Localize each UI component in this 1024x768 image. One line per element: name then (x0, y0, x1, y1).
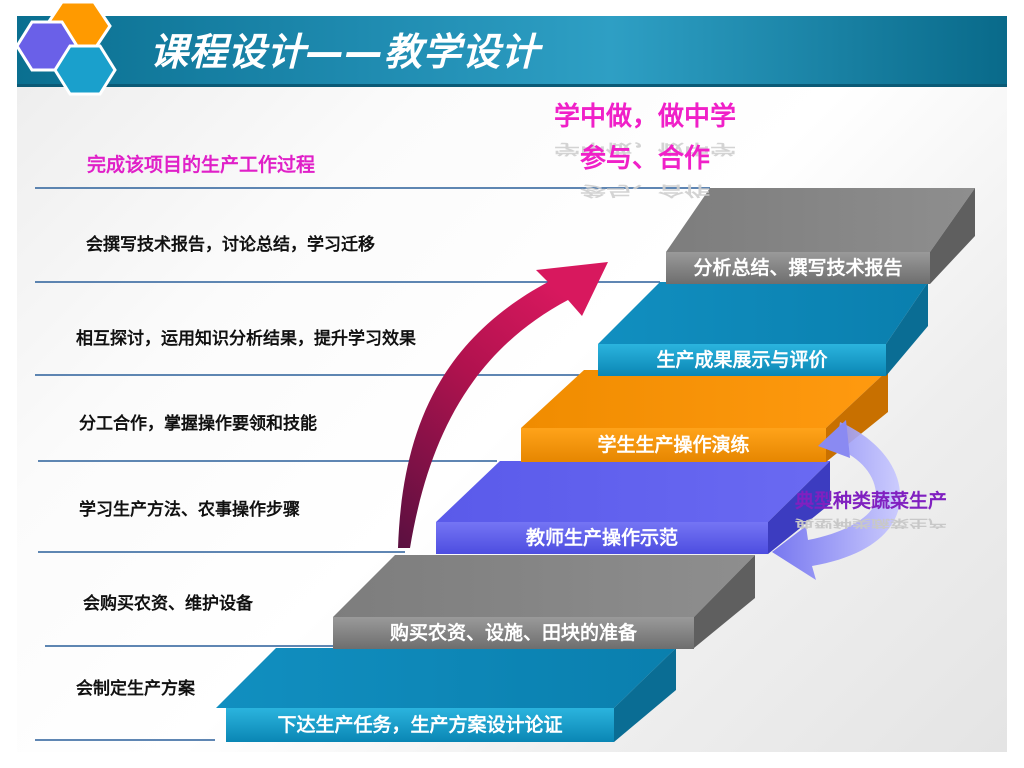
step-label: 购买农资、设施、田块的准备 (389, 622, 637, 644)
section-heading: 完成该项目的生产工作过程 (87, 154, 316, 176)
step-3-side (768, 461, 830, 554)
motto-reflection: 参与、合作 (579, 182, 710, 199)
left-label: 会购买农资、维护设备 (83, 594, 253, 614)
step-4-front (521, 428, 826, 462)
loop-arrow-icon (772, 422, 901, 580)
left-label: 学习生产方法、农事操作步骤 (79, 500, 300, 520)
page-title: 课程设计——教学设计 (150, 30, 541, 74)
step-2-top (333, 555, 755, 617)
step-4-top (521, 370, 888, 428)
step-2-side (694, 555, 755, 648)
hexagon-blue-icon (53, 44, 117, 96)
step-6-top (666, 188, 975, 252)
left-label: 会撰写技术报告，讨论总结，学习迁移 (86, 235, 375, 255)
motto: 学中做，做中学 学中做，做中学 参与、合作 参与、合作 (520, 96, 770, 199)
side-caption-text: 典型种类蔬菜生产 (795, 490, 948, 512)
motto-text: 学中做，做中学 (553, 102, 736, 132)
step-1-side (614, 648, 676, 742)
step-3 (436, 461, 830, 554)
step-6 (666, 188, 975, 284)
step-1-top (216, 648, 676, 708)
side-caption-reflection: 典型种类蔬菜生产 (795, 517, 948, 530)
header-accent-line (17, 84, 1007, 87)
step-1 (216, 648, 676, 742)
step-1-front (226, 708, 614, 742)
step-label: 下达生产任务，生产方案设计论证 (277, 714, 563, 736)
step-3-front (436, 522, 768, 554)
step-2-front (333, 617, 694, 649)
step-6-front (666, 252, 930, 284)
hexagon-cluster-logo-icon (15, 0, 117, 96)
side-caption: 典型种类蔬菜生产 典型种类蔬菜生产 (795, 486, 995, 529)
step-3-top (436, 461, 830, 522)
left-label: 会制定生产方案 (76, 679, 195, 699)
step-5-front (598, 344, 886, 376)
left-label: 分工合作，掌握操作要领和技能 (79, 414, 317, 434)
header-bar (17, 16, 1007, 87)
loop-arrow-head-icon (818, 420, 850, 458)
step-label: 教师生产操作示范 (525, 527, 678, 549)
step-5 (598, 282, 928, 376)
step-2 (333, 555, 755, 649)
step-label: 生产成果展示与评价 (656, 349, 828, 371)
step-5-side (886, 282, 928, 376)
left-label: 相互探讨，运用知识分析结果，提升学习效果 (76, 329, 416, 349)
step-label: 分析总结、撰写技术报告 (693, 257, 903, 279)
motto-line: 学中做，做中学 学中做，做中学 (520, 96, 770, 157)
motto-text: 参与、合作 (579, 144, 710, 174)
step-5-top (598, 282, 928, 344)
motto-line: 参与、合作 参与、合作 (520, 138, 770, 199)
curved-up-arrow-icon (398, 262, 608, 548)
step-label: 学生生产操作演练 (597, 434, 750, 456)
step-6-side (930, 188, 975, 284)
